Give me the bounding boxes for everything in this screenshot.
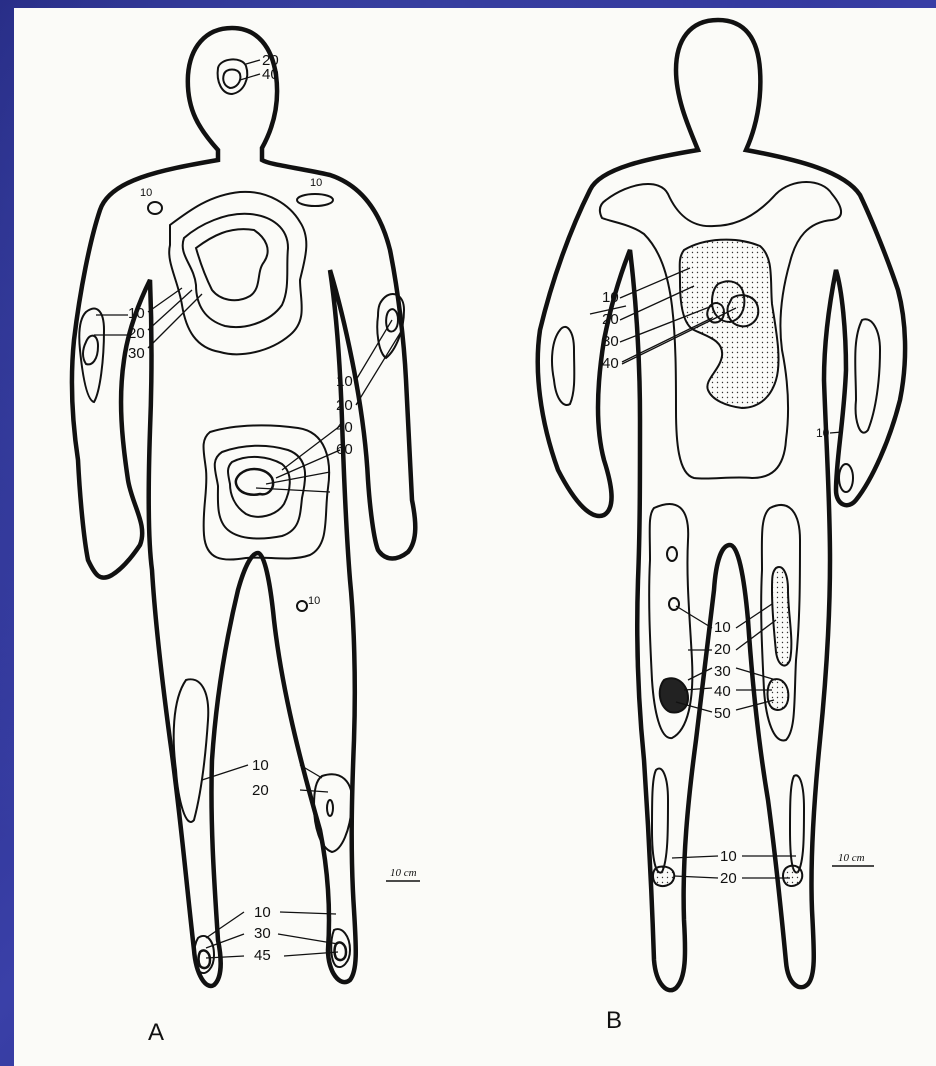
labels-a: 20 40 10 10 10 20 30 10 20 40 60 10 10 2… [128, 52, 417, 1046]
label-leg-10: 10 [714, 619, 731, 636]
label-back-10: 10 [602, 289, 619, 306]
contour-chest-20 [183, 214, 288, 327]
label-leg-50: 50 [714, 705, 731, 722]
label-foot-45: 45 [254, 947, 271, 964]
label-chest-30: 30 [128, 345, 145, 362]
contour-heel-right-b [783, 866, 802, 886]
label-back-30: 30 [602, 333, 619, 350]
contour-forearm-left-inner [83, 336, 98, 365]
contour-knee-right-inner [327, 800, 333, 816]
label-hip-10: 10 [308, 595, 320, 607]
contour-hip [297, 601, 307, 611]
contour-arm-left-b [552, 327, 574, 405]
label-abd-20: 20 [336, 397, 353, 414]
contour-abd-20 [215, 446, 305, 539]
label-chest-10: 10 [128, 305, 145, 322]
contour-foot-right-inner [335, 942, 347, 960]
label-foot-30: 30 [254, 925, 271, 942]
contour-knee-left-dark-b [660, 678, 688, 712]
contour-leg-left-spot1 [667, 547, 677, 561]
label-abd-40: 40 [336, 419, 353, 436]
contour-calf-left-b [652, 768, 668, 872]
contour-shoulder-right [297, 194, 333, 206]
label-abd-60: 60 [336, 441, 353, 458]
contour-knee-right-b [768, 679, 789, 710]
label-heel-20: 20 [720, 870, 737, 887]
label-hand-10: 10 [816, 426, 830, 440]
label-shoulder-left: 10 [140, 187, 152, 199]
body-outline-a [72, 28, 415, 986]
figure-a-front [72, 28, 420, 986]
contour-hand-right-b [839, 464, 853, 492]
panel-label-a: A [148, 1019, 164, 1046]
contour-shoulder-left [148, 202, 162, 214]
label-shoulder-right: 10 [310, 177, 322, 189]
body-outline-b [538, 20, 905, 990]
contour-leg-right-dotted [772, 567, 791, 666]
figure-b-back [538, 20, 905, 990]
label-head-40: 40 [262, 66, 279, 83]
label-chest-20: 20 [128, 325, 145, 342]
contour-abd-60 [236, 469, 273, 495]
panel-label-b: B [606, 1007, 622, 1034]
label-foot-10: 10 [254, 904, 271, 921]
label-leg-30: 30 [714, 663, 731, 680]
label-knee-10: 10 [252, 757, 269, 774]
label-knee-20: 20 [252, 782, 269, 799]
contour-foot-left-inner [199, 950, 211, 968]
contour-back-20 [680, 240, 779, 408]
scale-label-a: 10 cm [390, 867, 417, 879]
label-back-20: 20 [602, 311, 619, 328]
label-back-40: 40 [602, 355, 619, 372]
contour-head-40 [223, 70, 240, 89]
contour-arm-right-b [855, 319, 880, 432]
label-leg-40: 40 [714, 683, 731, 700]
contour-calf-right-b [790, 775, 804, 872]
label-heel-10: 10 [720, 848, 737, 865]
contour-heel-left-b [653, 866, 674, 886]
label-abd-10: 10 [336, 373, 353, 390]
contour-chest-10 [169, 192, 306, 354]
contour-leg-left-spot2 [669, 598, 679, 610]
scale-label-b: 10 cm [838, 852, 865, 864]
contour-chest-30 [196, 229, 268, 300]
label-leg-20: 20 [714, 641, 731, 658]
contour-head-20 [218, 59, 248, 94]
